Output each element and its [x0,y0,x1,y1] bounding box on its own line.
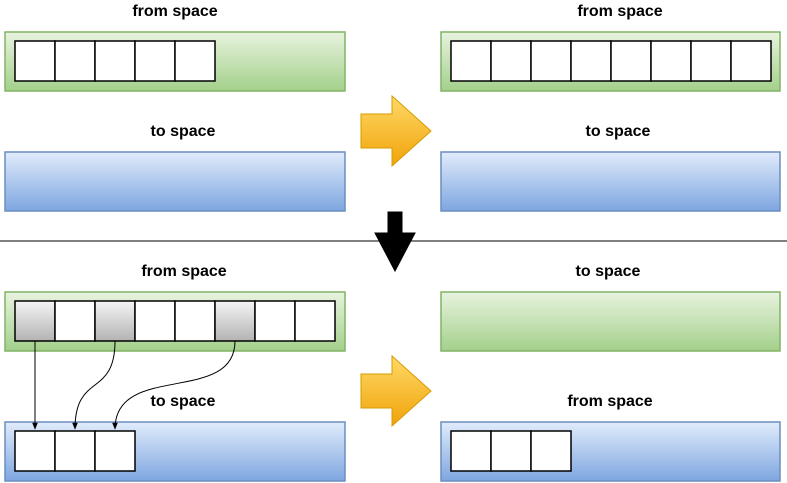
to-space-label: to space [586,123,651,140]
object-cell [490,40,532,82]
object-cell [450,430,492,472]
object-cell [690,40,732,82]
object-cell [174,40,216,82]
object-cell [94,40,136,82]
object-cell [174,300,216,342]
object-cell [54,430,96,472]
object-cell [54,40,96,82]
object-cells [450,430,572,472]
down-arrow-icon [374,211,416,273]
right-arrow-icon [360,354,432,428]
from-space-label: from space [567,393,652,410]
to-space-region [440,151,781,212]
from-space-label: from space [132,3,217,20]
object-cell [254,300,296,342]
right-arrow-icon [360,94,432,168]
object-cell [530,430,572,472]
object-cell [134,40,176,82]
quadrant-before-initial: from space to space [4,3,346,212]
object-cell [730,40,772,82]
object-cells [450,40,772,82]
object-cell [570,40,612,82]
to-space-label: to space [151,123,216,140]
object-cells [14,300,336,342]
from-space-label: from space [141,263,226,280]
quadrant-from-full: from space to space [440,3,781,212]
live-object-cell [14,300,56,342]
copy-connector [72,340,116,430]
object-cell [134,300,176,342]
object-cell [490,430,532,472]
copied-object-cells [14,430,136,472]
object-cell [650,40,692,82]
object-cell [14,430,56,472]
to-space-region [440,291,781,352]
object-cell [54,300,96,342]
to-space-label: to space [151,393,216,410]
quadrant-swapped: to space from space [440,263,781,482]
object-cell [294,300,336,342]
live-object-cell [94,300,136,342]
copy-connectors [32,340,236,430]
object-cells [14,40,216,82]
to-space-region [4,151,346,212]
copy-connector [112,340,236,430]
object-cell [14,40,56,82]
object-cell [530,40,572,82]
object-cell [610,40,652,82]
object-cell [450,40,492,82]
quadrant-copying: from space to space [4,263,346,482]
from-space-label: from space [577,3,662,20]
to-space-label: to space [576,263,641,280]
object-cell [94,430,136,472]
live-object-cell [214,300,256,342]
